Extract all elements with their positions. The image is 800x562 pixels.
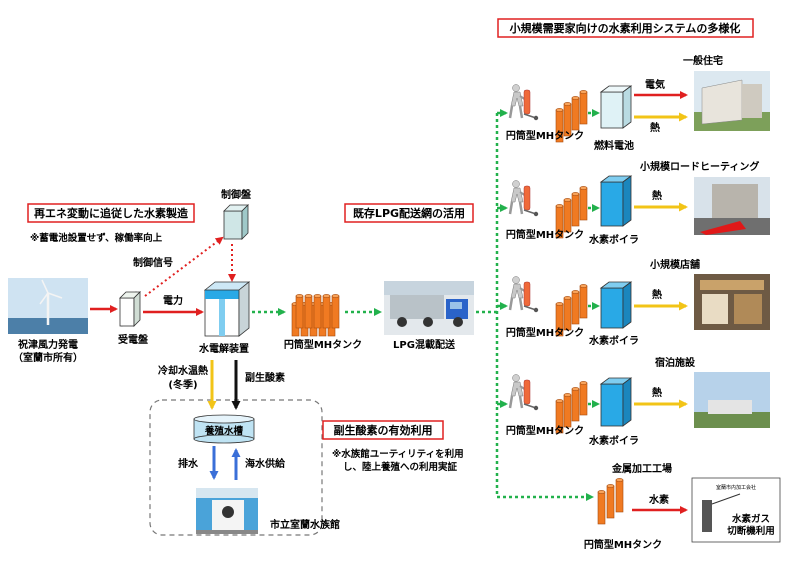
aquarium-note-1: ※水族館ユーティリティを利用	[332, 448, 464, 460]
worker-icon	[508, 179, 540, 218]
cutting-machine-photo	[691, 477, 781, 543]
lpg-title-box	[344, 203, 474, 223]
fuel-cell-box	[599, 85, 633, 129]
cutting-photo-text-2: 切断機利用	[727, 525, 775, 537]
battery-note: ※蓄電池設置せず、稼働率向上	[30, 232, 163, 244]
lpg-delivery-label: LPG混載配送	[393, 338, 456, 351]
control-signal-label: 制御信号	[133, 256, 173, 269]
worker-icon	[508, 373, 540, 412]
electrolyzer-box	[203, 281, 251, 337]
main-mh-tank-label: 円筒型MHタンク	[284, 338, 362, 351]
wind-turbine-photo	[8, 278, 88, 334]
boiler-box-3	[599, 281, 633, 329]
boiler-box-4	[599, 377, 633, 427]
drain-label: 排水	[178, 457, 199, 470]
cutting-photo-text-1: 水素ガス	[732, 513, 770, 525]
branch3-device-label: 水素ボイラ	[588, 334, 639, 347]
branch3-site-label: 小規模店舗	[649, 258, 700, 271]
branch4-out1-label: 熱	[652, 386, 662, 399]
byproduct-o2-label: 副生酸素	[245, 371, 285, 384]
renewable-title: 再エネ変動に追従した水素製造	[34, 206, 189, 220]
branch1-out2-label: 熱	[650, 121, 660, 134]
aquarium-note-2: し、陸上養殖への利用実証	[343, 461, 458, 473]
cutting-photo-caption: 室蘭市内加工会社	[716, 484, 756, 491]
branch1-device-label: 燃料電池	[594, 139, 634, 152]
branch1-site-label: 一般住宅	[683, 54, 723, 67]
oxygen-title-box	[322, 420, 444, 440]
aquaculture-tank-icon	[193, 414, 255, 444]
aquarium-label: 市立室蘭水族館	[270, 518, 340, 531]
branch2-tank-label: 円筒型MHタンク	[506, 228, 584, 241]
arrow-control-signal	[144, 236, 224, 297]
lpg-truck-photo	[384, 281, 474, 335]
wind-sub-label: （室蘭市所有）	[13, 351, 83, 364]
wind-label: 祝津風力発電	[18, 338, 78, 351]
main-mh-tank-cluster	[291, 294, 340, 337]
branch4-tank-label: 円筒型MHタンク	[506, 424, 584, 437]
worker-icon	[508, 275, 540, 314]
branch5-out1-label: 水素	[648, 493, 669, 506]
oxygen-title: 副生酸素の有効利用	[334, 423, 433, 437]
branch4-device-label: 水素ボイラ	[588, 434, 639, 447]
substation-label: 受電盤	[118, 333, 149, 346]
aquarium-photo	[196, 488, 258, 534]
branch5-tank-label: 円筒型MHタンク	[584, 538, 662, 551]
store-photo	[694, 274, 770, 330]
substation-box	[119, 291, 141, 327]
power-label: 電力	[163, 294, 183, 307]
worker-icon	[508, 83, 540, 122]
distribution-lines	[476, 109, 600, 501]
branch5-mh-tank-cluster	[597, 478, 624, 525]
top-title-box	[497, 18, 754, 38]
branch1-tank-label: 円筒型MHタンク	[506, 129, 584, 142]
cooling-heat-label: 冷却水温熱	[158, 364, 208, 377]
road-heating-photo	[694, 177, 770, 235]
branch3-out1-label: 熱	[652, 288, 662, 301]
branch1-out1-label: 電気	[645, 78, 665, 91]
branch2-device-label: 水素ボイラ	[588, 233, 639, 246]
branch5-site-label: 金属加工工場	[611, 462, 672, 475]
top-title: 小規模需要家向けの水素利用システムの多様化	[509, 21, 741, 35]
house-photo	[694, 71, 770, 131]
branch3-tank-label: 円筒型MHタンク	[506, 326, 584, 339]
branch2-site-label: 小規模ロードヒーティング	[639, 160, 759, 173]
lodging-photo	[694, 372, 770, 428]
winter-label: (冬季)	[168, 378, 197, 391]
branch4-site-label: 宿泊施設	[655, 356, 696, 369]
renewable-title-box	[27, 203, 195, 223]
branch2-out1-label: 熱	[652, 189, 662, 202]
electrolyzer-label: 水電解装置	[198, 342, 249, 355]
control-panel-box	[223, 204, 249, 240]
boiler-box-2	[599, 175, 633, 227]
aquaculture-tank-label: 養殖水槽	[204, 425, 244, 437]
lpg-title: 既存LPG配送網の活用	[353, 206, 465, 220]
seawater-label: 海水供給	[245, 457, 286, 470]
control-panel-label: 制御盤	[221, 188, 252, 201]
